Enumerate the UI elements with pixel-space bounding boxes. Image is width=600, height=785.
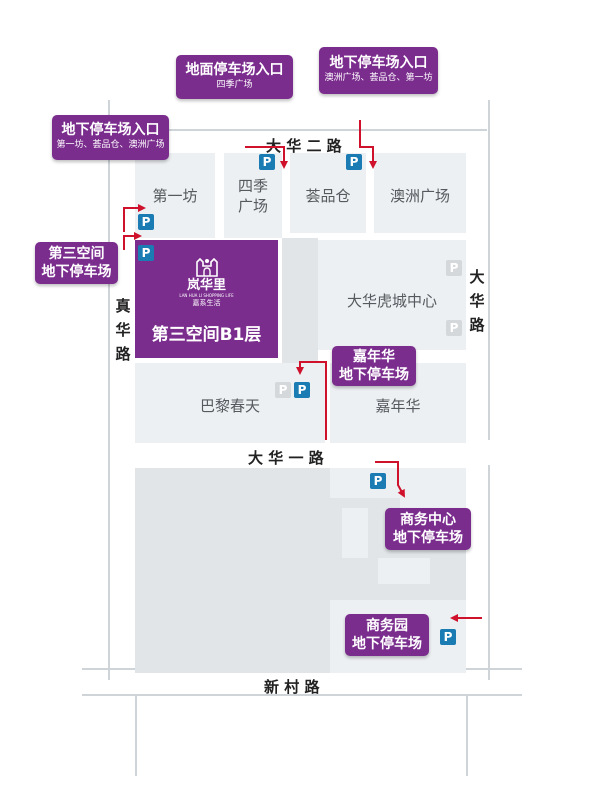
block-inner-2	[378, 558, 430, 584]
label-siji-1: 四季	[237, 177, 268, 195]
callout-line1: 商务中心	[400, 512, 456, 528]
callout-business-center-parking: 商务中心 地下停车场	[385, 508, 471, 550]
label-hucheng: 大华虎城中心	[346, 292, 437, 310]
road-line-right-bottom	[466, 696, 468, 776]
parking-icon-hucheng-1: P	[446, 260, 462, 276]
block-hucheng	[318, 240, 466, 350]
callout-sub: 四季广场	[216, 80, 253, 90]
lanhuali-logo: 岚华里 LAN HUA LI SHOPPING LIFE 嘉系生活	[135, 254, 278, 308]
block-bali	[135, 363, 325, 443]
label-diyifang: 第一坊	[152, 187, 198, 205]
callout-title: 地下停车场入口	[61, 122, 160, 138]
road-line-left-bottom	[135, 696, 137, 776]
block-inner-1	[342, 508, 368, 558]
logo-sub-en: LAN HUA LI SHOPPING LIFE	[179, 293, 234, 298]
callout-title: 地下停车场入口	[329, 55, 428, 71]
callout-under-parking-left: 地下停车场入口 第一坊、荟品仓、澳洲广场	[52, 115, 169, 160]
callout-business-park-parking: 商务园 地下停车场	[345, 614, 429, 656]
label-siji-2: 广场	[237, 197, 268, 215]
road-line-top	[135, 129, 487, 131]
parking-icon-huipincang: P	[346, 154, 362, 170]
parking-icon-bali: P	[275, 382, 291, 398]
road-line-right-outer	[488, 100, 490, 440]
callout-title: 地面停车场入口	[185, 62, 284, 78]
callout-line2: 地下停车场	[393, 530, 463, 546]
callout-surface-parking: 地面停车场入口 四季广场	[176, 55, 293, 99]
callout-line1: 嘉年华	[353, 349, 395, 365]
parking-icon-jianianhua: P	[294, 382, 310, 398]
arrow-third-space-entry	[123, 232, 142, 250]
parking-icon-business-park: P	[440, 629, 456, 645]
callout-under-parking-right: 地下停车场入口 澳洲广场、荟品仓、第一坊	[319, 47, 438, 94]
arrow-under-right-entry	[359, 120, 377, 169]
callout-line1: 商务园	[366, 618, 408, 634]
callout-line1: 第三空间	[48, 246, 105, 262]
parking-icon-siji: P	[259, 154, 275, 170]
arrow-business-center-entry	[375, 461, 405, 498]
logo-sub-cn: 嘉系生活	[192, 299, 221, 307]
arrow-surface-entry	[245, 146, 288, 169]
callout-sub: 澳洲广场、荟品仓、第一坊	[324, 73, 433, 83]
third-space-b1-block[interactable]: 岚华里 LAN HUA LI SHOPPING LIFE 嘉系生活 第三空间B1…	[135, 240, 278, 358]
callout-sub: 第一坊、荟品仓、澳洲广场	[56, 140, 165, 150]
road-dahua-right-1: 大	[469, 268, 485, 286]
third-space-title: 第三空间B1层	[151, 325, 262, 345]
arrow-under-left-entry	[123, 204, 146, 232]
block-aozhou	[374, 153, 466, 233]
callout-jianianhua-parking: 嘉年华 地下停车场	[332, 346, 416, 386]
road-zhenhua-2: 华	[115, 321, 131, 339]
parking-icon-business-center: P	[370, 473, 386, 489]
label-jianianhua: 嘉年华	[375, 397, 421, 415]
logo-name: 岚华里	[186, 278, 226, 293]
road-line-bottom-2	[82, 694, 522, 696]
road-zhenhua-1: 真	[115, 297, 131, 315]
road-xincun: 新 村 路	[264, 678, 320, 696]
callout-third-space-parking: 第三空间 地下停车场	[35, 242, 118, 284]
castle-icon	[195, 257, 218, 277]
arrow-jianianhua-entry	[296, 361, 327, 440]
parking-icon-diyifang: P	[138, 214, 154, 230]
callout-line2: 地下停车场	[339, 367, 409, 383]
road-dahua-right-3: 路	[469, 316, 485, 334]
block-corridor	[282, 238, 318, 363]
road-line-left-outer	[108, 100, 110, 680]
label-aozhou: 澳洲广场	[389, 187, 450, 205]
parking-icon-hucheng-2: P	[446, 320, 462, 336]
callout-line2: 地下停车场	[352, 636, 422, 652]
label-huipincang: 荟品仓	[305, 187, 351, 205]
label-bali: 巴黎春天	[199, 397, 260, 415]
road-line-right-lower	[488, 465, 490, 680]
road-dahua-yi: 大 华 一 路	[248, 449, 324, 467]
callout-line2: 地下停车场	[41, 264, 112, 280]
parking-icon-third-space: P	[138, 245, 154, 261]
road-dahua-right-2: 华	[469, 292, 485, 310]
road-zhenhua-3: 路	[115, 345, 131, 363]
